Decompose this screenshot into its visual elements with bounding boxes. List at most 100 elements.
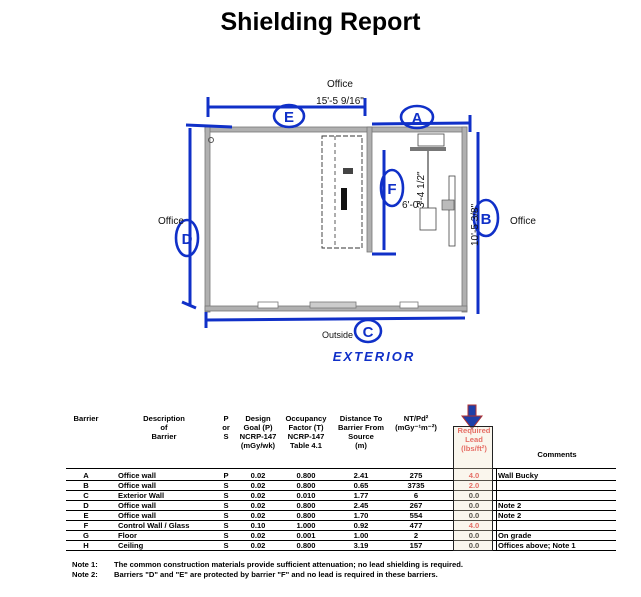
cell-distance: 2.45 [353,501,369,510]
cell-comment: Offices above; Note 1 [498,541,576,550]
cell-nt: 6 [413,491,419,500]
wall-left [204,126,211,313]
cell-distance: 1.77 [353,491,369,500]
comments-column-rule [496,468,617,551]
floor-plan: E A D B C F Office 15'-5 9/16" Office Of… [158,79,536,364]
cell-occupancy: 0.800 [296,501,316,510]
cell-comment: On grade [498,531,532,540]
cell-barrier: B [83,481,89,490]
cell-goal: 0.02 [250,481,266,490]
shielding-table: Barrier Description of Barrier P or S De… [66,410,616,551]
cell-goal: 0.02 [250,511,266,520]
cell-distance: 2.41 [353,471,369,480]
cell-barrier: A [83,471,89,480]
window [309,301,357,309]
label-outside: Outside [322,330,353,340]
header-description: Description of Barrier [143,414,185,441]
notes: Note 1:The common construction materials… [72,560,463,580]
cell-barrier: F [83,521,89,530]
cell-distance: 1.70 [353,511,369,520]
cell-description: Office wall [118,471,156,480]
cell-description: Ceiling [118,541,144,550]
label-office-right: Office [510,216,536,227]
cell-occupancy: 0.800 [296,481,316,490]
note-1: Note 1:The common construction materials… [72,560,463,569]
wall-control [366,126,373,253]
marker-e: E [284,109,294,126]
cell-nt: 275 [409,471,423,480]
cell-nt: 267 [409,501,423,510]
label-office-left: Office [158,216,184,227]
header-barrier: Barrier [73,414,99,423]
cell-barrier: D [83,501,89,510]
cell-lead: 0.0 [468,531,480,540]
cell-comment: Note 2 [498,511,522,520]
label-exterior: EXTERIOR [333,349,415,364]
cell-goal: 0.02 [250,491,266,500]
marker-f-circle [379,168,405,208]
cell-barrier: G [83,531,89,540]
cell-description: Office wall [118,511,156,520]
cell-distance: 0.92 [353,521,369,530]
cell-ps: S [223,481,229,490]
cell-goal: 0.02 [250,531,266,540]
marker-a: A [412,110,423,127]
cell-ps: S [223,521,229,530]
marker-b-circle [472,198,500,238]
cell-ps: P [223,471,229,480]
walls [204,126,468,313]
cell-description: Office wall [118,501,156,510]
cell-occupancy: 0.800 [296,471,316,480]
cell-barrier: H [83,541,89,550]
cell-lead: 0.0 [468,491,480,500]
cell-occupancy: 0.800 [296,541,316,550]
header-comments: Comments [537,450,577,459]
cell-lead: 4.0 [468,471,480,480]
wall-top [204,126,468,133]
barrier-markers [174,103,500,344]
marker-a-circle [399,104,435,130]
cell-goal: 0.02 [250,471,266,480]
cell-distance: 1.00 [353,531,369,540]
header-goal: Design Goal (P) NCRP-147 (mGy/wk) [239,414,277,450]
cell-goal: 0.02 [250,501,266,510]
cell-goal: 0.02 [250,541,266,550]
marker-e-circle [272,103,306,129]
cell-lead: 2.0 [468,481,480,490]
cell-comment: Wall Bucky [498,471,539,480]
fixture [208,137,214,143]
cell-occupancy: 0.001 [296,531,316,540]
cell-nt: 554 [409,511,423,520]
cell-nt: 477 [409,521,423,530]
cell-ps: S [223,531,229,540]
marker-b: B [481,211,492,228]
marker-d-circle [174,218,200,258]
control-booth [321,135,363,249]
cell-description: Floor [118,531,137,540]
cell-ps: S [223,541,229,550]
cell-lead: 0.0 [468,541,480,550]
cell-lead: 0.0 [468,501,480,510]
marker-c-circle [353,318,383,344]
cell-lead: 4.0 [468,521,480,530]
note-2: Note 2:Barriers "D" and "E" are protecte… [72,570,438,579]
cell-comment: Note 2 [498,501,522,510]
header-ps: P or S [222,414,230,441]
cell-barrier: E [83,511,89,520]
cell-lead: 0.0 [468,511,480,520]
cell-ps: S [223,501,229,510]
cell-occupancy: 1.000 [296,521,316,530]
cell-goal: 0.10 [250,521,266,530]
header-lead: Required Lead (lbs/ft²) [457,426,491,453]
header-occupancy: Occupancy Factor (T) NCRP-147 Table 4.1 [285,414,327,450]
barrier-annotations [181,97,480,328]
cell-description: Office wall [118,481,156,490]
cell-occupancy: 0.010 [296,491,316,500]
cell-barrier: C [83,491,89,500]
cell-nt: 2 [413,531,419,540]
